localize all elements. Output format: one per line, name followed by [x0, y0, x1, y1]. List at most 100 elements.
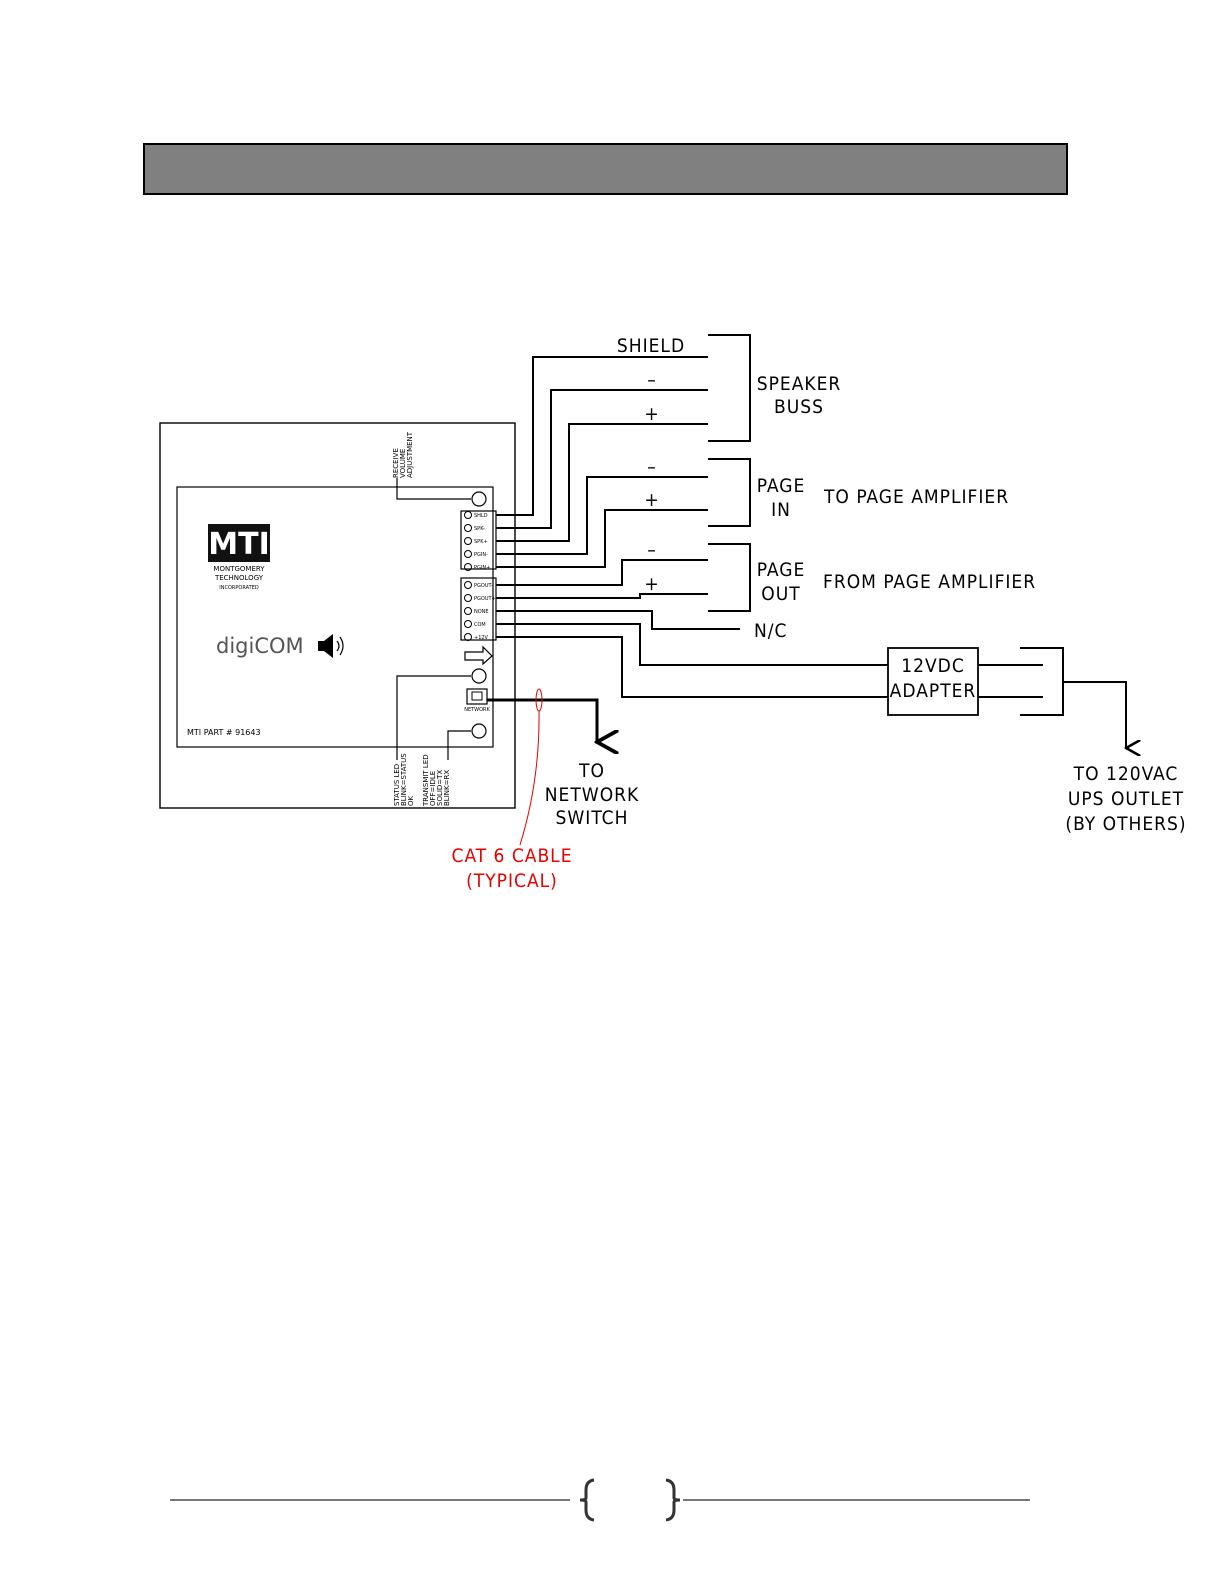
- part-number: MTI PART # 91643: [187, 728, 261, 737]
- terminal-label: PGOUT+: [474, 596, 496, 602]
- ac-label-2: UPS OUTLET: [1068, 788, 1184, 810]
- terminal-circles: [464, 511, 472, 641]
- page-out-label-1: PAGE: [757, 559, 806, 581]
- status-led: [471, 668, 487, 684]
- terminal-screw: [464, 620, 472, 628]
- company-line-1: MONTGOMERY: [213, 565, 265, 573]
- device-enclosure: [159, 422, 516, 809]
- network-label-3: SWITCH: [556, 807, 629, 829]
- ac-label-1: TO 120VAC: [1073, 763, 1179, 785]
- page-in-label-1: PAGE: [757, 475, 806, 497]
- terminal-screw: [464, 524, 472, 532]
- product-name: digiCOM: [216, 634, 304, 658]
- label-page-in-plus: +: [644, 489, 659, 511]
- nc-label: N/C: [754, 620, 788, 642]
- svg-text:OK: OK: [407, 795, 415, 806]
- network-jack-label: NETWORK: [464, 707, 490, 713]
- wires: [496, 356, 888, 698]
- company-line-2: TECHNOLOGY: [214, 574, 264, 582]
- wire-com: [496, 623, 888, 666]
- outlet-bracket: [1020, 647, 1064, 716]
- from-page-amplifier-label: FROM PAGE AMPLIFIER: [823, 571, 1036, 593]
- terminal-block-2: [460, 577, 497, 641]
- terminal-label: SPK+: [474, 539, 488, 545]
- company-line-3: INCORPORATED: [219, 585, 259, 591]
- cat6-leader: [519, 710, 540, 846]
- mti-logo-text: MTI: [208, 527, 269, 562]
- title-bar: [143, 143, 1068, 195]
- page-in-label-2: IN: [771, 499, 791, 521]
- svg-text:BLINK=RX: BLINK=RX: [443, 770, 451, 806]
- svg-text:OFF=IDLE: OFF=IDLE: [429, 771, 437, 806]
- network-label-1: TO: [578, 760, 605, 782]
- network-jack[interactable]: [466, 688, 488, 705]
- terminal-label: SPK-: [474, 526, 485, 532]
- wire-spk-minus: [496, 389, 708, 529]
- wire-shield: [496, 356, 708, 516]
- label-page-out-minus: –: [647, 539, 657, 561]
- wire-pgin-plus: [496, 509, 708, 568]
- terminal-screw: [464, 594, 472, 602]
- terminal-label: NONE: [474, 609, 489, 615]
- terminal-label: PGIN+: [474, 565, 490, 571]
- footer-bracket-right: [665, 1478, 681, 1522]
- speaker-buss-label-1: SPEAKER: [757, 373, 842, 395]
- volume-knob[interactable]: [471, 491, 487, 507]
- terminal-screw: [464, 581, 472, 589]
- svg-text:ADJUSTMENT: ADJUSTMENT: [406, 431, 414, 478]
- terminal-screw: [464, 537, 472, 545]
- adapter-label-2: ADAPTER: [890, 680, 977, 702]
- wire-none: [496, 610, 740, 630]
- mti-logo: MTI MONTGOMERY TECHNOLOGY INCORPORATED: [208, 524, 270, 591]
- transmit-led: [471, 723, 487, 739]
- device-panel: [176, 486, 494, 748]
- ac-arrow: [1063, 681, 1126, 748]
- label-speaker-plus: +: [644, 403, 659, 425]
- svg-text:RECEIVE: RECEIVE: [392, 448, 400, 478]
- svg-text:STATUS LED: STATUS LED: [393, 764, 401, 806]
- network-cable-arrow: [487, 698, 597, 742]
- svg-text:VOLUME: VOLUME: [399, 449, 407, 478]
- terminal-label: +12V: [474, 635, 489, 641]
- terminal-label: COM: [474, 622, 486, 628]
- adapter-box: [887, 647, 979, 716]
- wire-12v: [496, 636, 888, 698]
- svg-text:SOLID=TX: SOLID=TX: [436, 770, 444, 806]
- to-page-amplifier-label: TO PAGE AMPLIFIER: [823, 486, 1009, 508]
- terminal-screw: [464, 563, 472, 571]
- terminal-screw: [464, 607, 472, 615]
- terminal-label: PGOUT-: [474, 583, 493, 589]
- label-page-in-minus: –: [647, 456, 657, 478]
- volume-adjustment-label: RECEIVE VOLUME ADJUSTMENT: [392, 431, 414, 478]
- status-leader: [396, 675, 471, 760]
- speaker-buss-bracket: [708, 334, 751, 442]
- svg-text:BLINK=STATUS: BLINK=STATUS: [400, 753, 408, 806]
- wire-pgout-plus: [496, 593, 708, 599]
- terminal-label: PGIN-: [474, 552, 488, 558]
- cat6-label-2: (TYPICAL): [466, 870, 558, 892]
- transmit-leader: [447, 730, 471, 760]
- wire-pgin-minus: [496, 476, 708, 555]
- cat6-label-1: CAT 6 CABLE: [452, 845, 573, 867]
- speaker-buss-label-2: BUSS: [774, 396, 824, 418]
- terminal-labels: SHLD SPK- SPK+ PGIN- PGIN+ PGOUT- PGOUT+ NONE CO…: [474, 513, 496, 641]
- wire-pgout-minus: [496, 559, 708, 586]
- status-led-label: STATUS LED BLINK=STATUS OK: [393, 753, 415, 806]
- label-shield: SHIELD: [617, 335, 685, 357]
- volume-leader: [396, 478, 471, 500]
- page-out-bracket: [708, 543, 751, 612]
- network-label-2: NETWORK: [545, 784, 639, 806]
- terminal-screw: [464, 633, 472, 641]
- transmit-led-label: TRANSMIT LED OFF=IDLE SOLID=TX BLINK=RX: [422, 754, 451, 807]
- adapter-label-1: 12VDC: [901, 655, 965, 677]
- terminal-label: SHLD: [474, 513, 488, 519]
- label-speaker-minus: –: [647, 369, 657, 391]
- label-page-out-plus: +: [644, 573, 659, 595]
- wire-spk-plus: [496, 423, 708, 542]
- transmit-arrow-icon: [464, 645, 493, 666]
- terminal-screw: [464, 511, 472, 519]
- speaker-icon: [318, 634, 344, 658]
- svg-text:TRANSMIT LED: TRANSMIT LED: [422, 754, 430, 807]
- page-in-bracket: [708, 458, 751, 527]
